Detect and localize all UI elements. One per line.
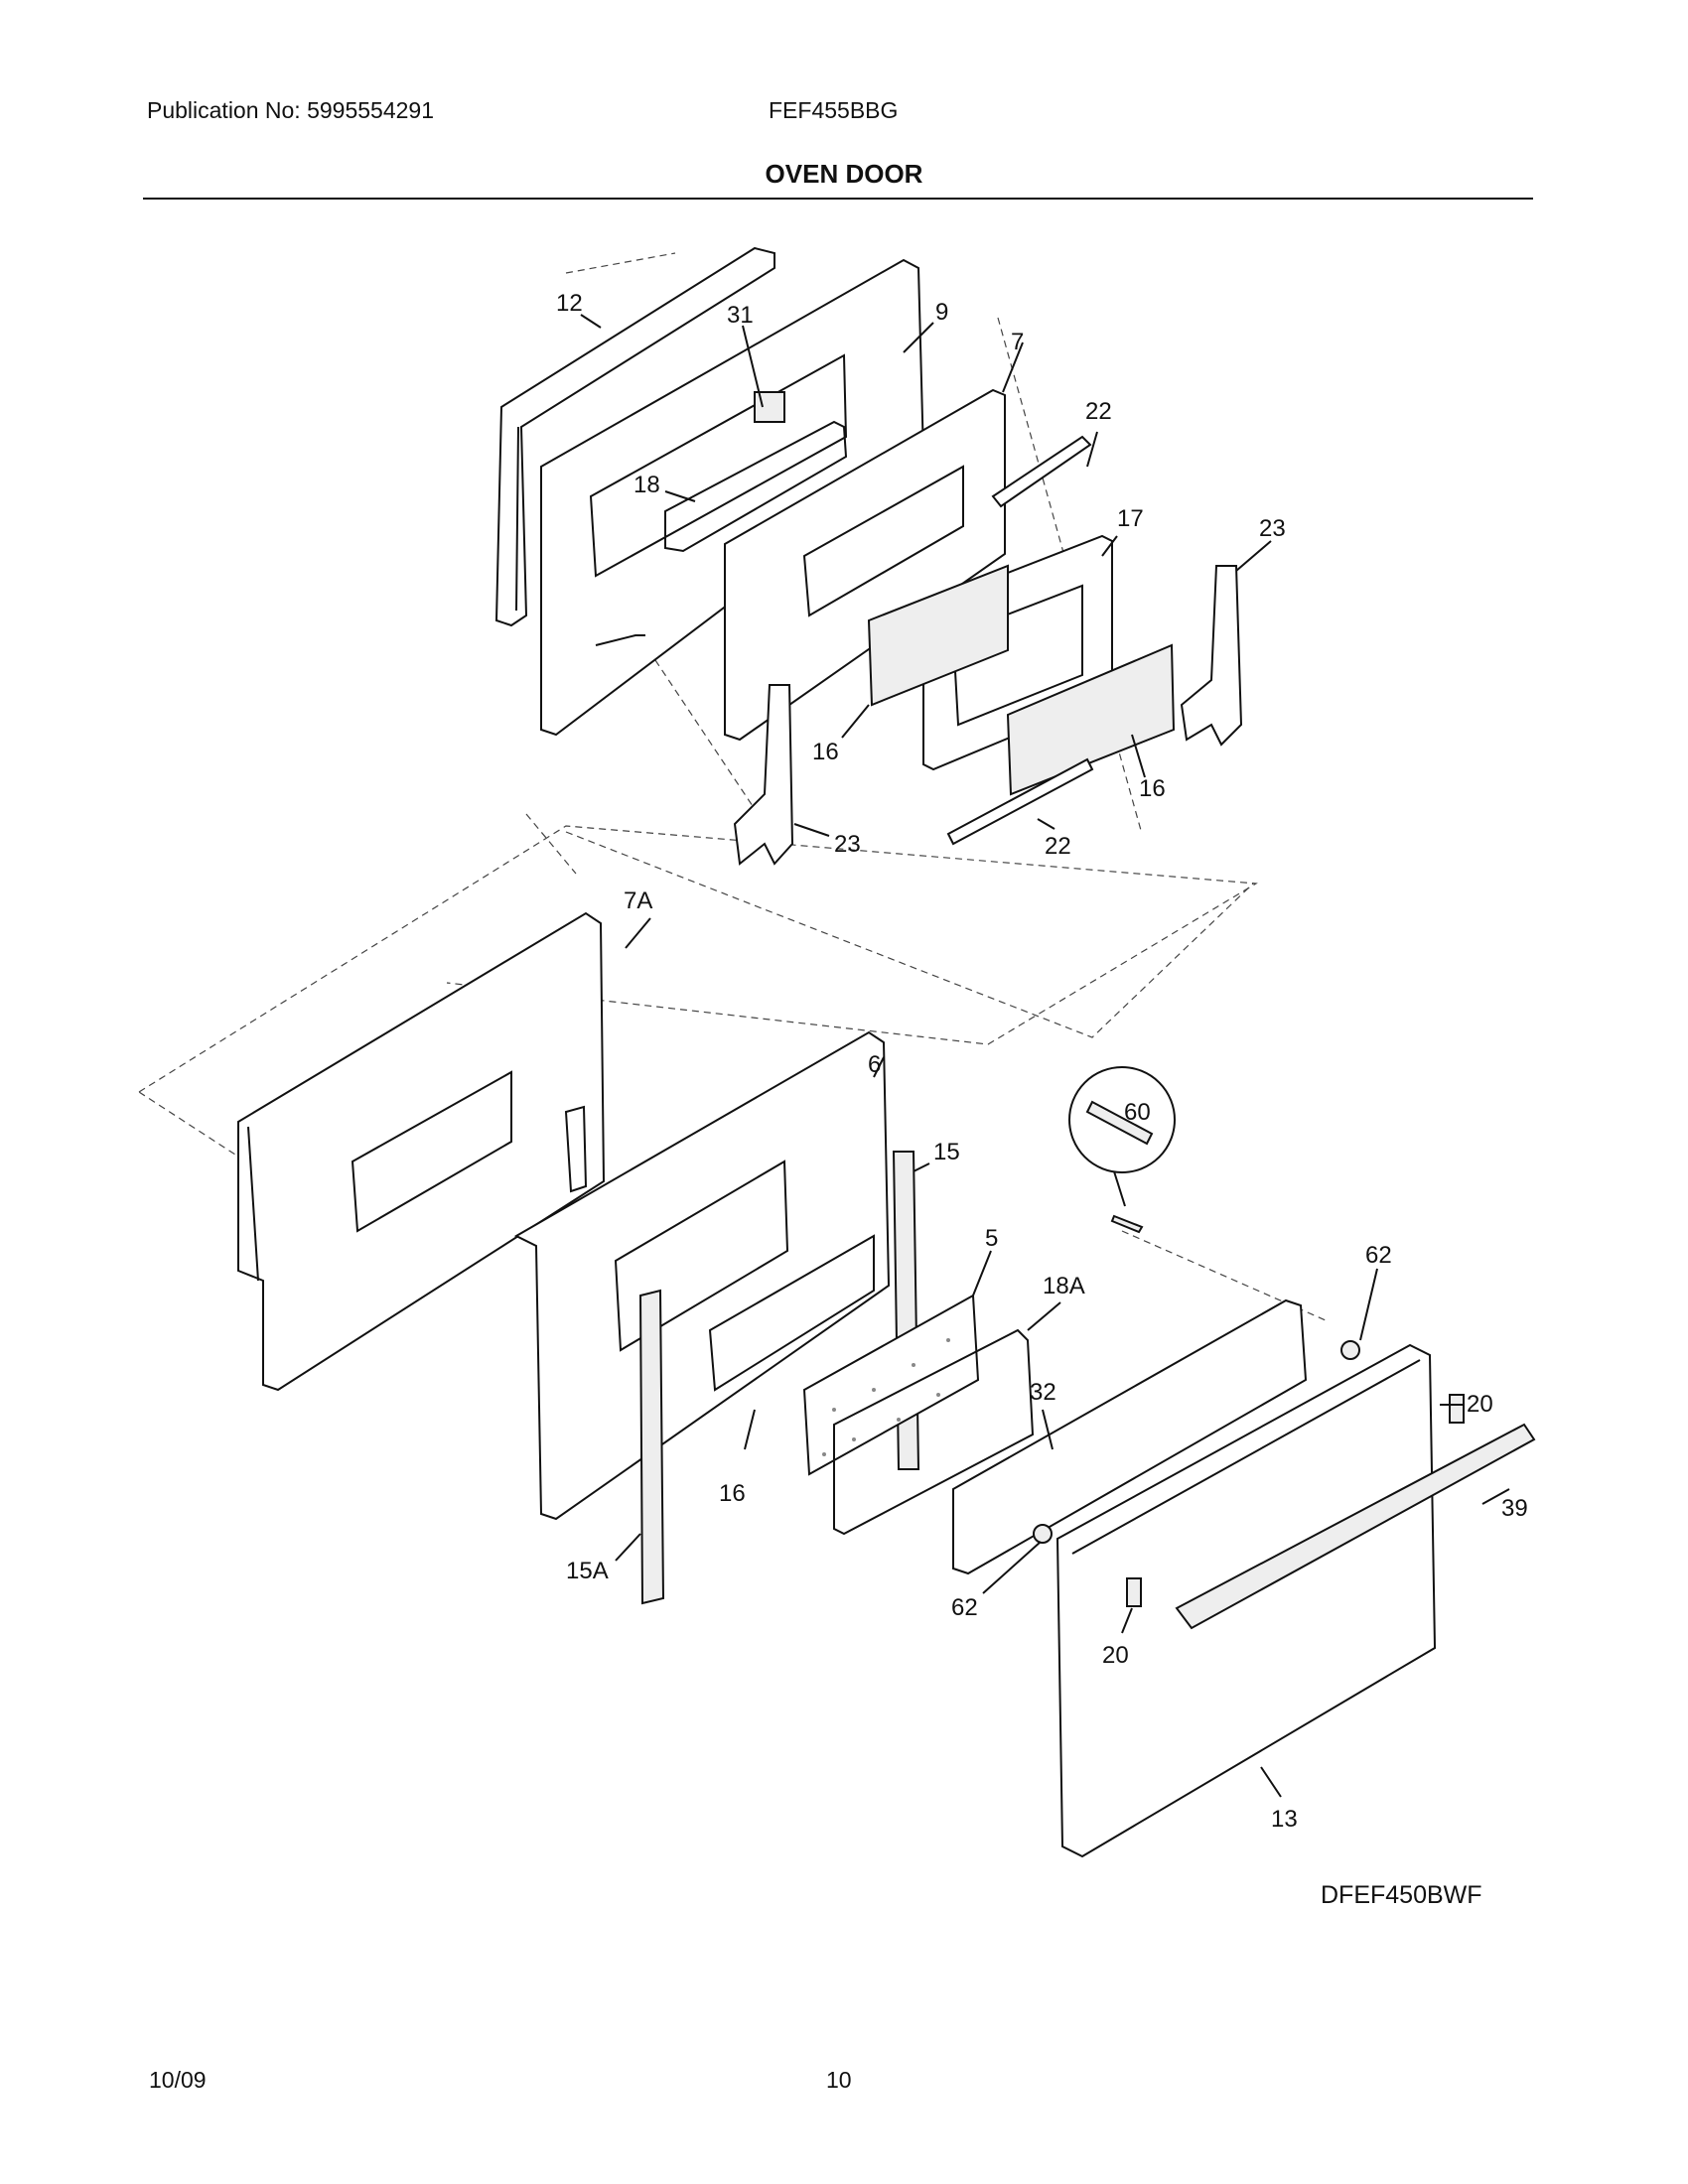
window-glass (867, 564, 1009, 707)
callout-label: 20 (1467, 1391, 1493, 1418)
outer-door (1055, 1343, 1437, 1858)
callout-label: 12 (556, 290, 583, 317)
callout-label: 16 (1139, 775, 1166, 802)
callout-label: 15A (566, 1558, 609, 1584)
leader-lines (580, 314, 1510, 1798)
callout-label: 18A (1043, 1273, 1085, 1299)
door-gasket (494, 246, 775, 627)
callout-label: 60 (1124, 1099, 1151, 1126)
side-strip-lower (638, 1289, 665, 1605)
callout-label: 16 (719, 1480, 746, 1507)
hinge (1180, 565, 1243, 747)
hinge (733, 684, 794, 866)
callout-label: 62 (1365, 1242, 1392, 1269)
screw (1085, 1100, 1154, 1146)
top-channel (991, 435, 1092, 508)
callout-label: 7A (624, 887, 652, 914)
callout-label: 39 (1501, 1495, 1528, 1522)
callout-label: 31 (727, 302, 754, 329)
drawing-code: DFEF450BWF (1321, 1881, 1482, 1909)
callout-label: 7 (1011, 329, 1024, 355)
callout-label: 17 (1117, 505, 1144, 532)
callout-label: 18 (633, 472, 660, 498)
front-window-seal (833, 1328, 1035, 1536)
door-handle (1175, 1423, 1536, 1630)
callout-label: 16 (812, 739, 839, 765)
bottom-channel (946, 757, 1094, 846)
callout-label: 62 (951, 1594, 978, 1621)
insulation-pad (802, 1294, 980, 1476)
bumper (1033, 1524, 1053, 1544)
callout-label: 32 (1030, 1379, 1056, 1406)
door-liner (513, 1030, 891, 1521)
bumper (1340, 1340, 1360, 1360)
callout-label: 6 (868, 1051, 881, 1078)
end-cap (1126, 1577, 1142, 1607)
footer-date: 10/09 (149, 2067, 207, 2093)
door-insulation (724, 388, 1006, 742)
page-number: 10 (826, 2067, 852, 2093)
end-cap (1449, 1394, 1465, 1424)
publication-number: Publication No: 5995554291 (147, 97, 435, 123)
callout-label: 20 (1102, 1642, 1129, 1669)
page-title: OVEN DOOR (765, 159, 923, 189)
door-insulation-front (237, 911, 606, 1392)
callout-label: 23 (834, 831, 861, 858)
window-glass (1006, 643, 1176, 796)
header-divider (143, 198, 1533, 200)
vent-panel (952, 1298, 1308, 1575)
callout-label: 9 (935, 299, 948, 326)
model-number: FEF455BBG (769, 97, 899, 123)
window-seal (664, 420, 848, 553)
callout-label: 23 (1259, 515, 1286, 542)
callout-label: 22 (1045, 833, 1071, 860)
callout-label: 5 (985, 1225, 998, 1252)
callout-label: 13 (1271, 1806, 1298, 1833)
callout-label: 15 (933, 1139, 960, 1165)
screw-small (1110, 1214, 1144, 1234)
callout-label: 22 (1085, 398, 1112, 425)
insulation-speckle (822, 1338, 950, 1456)
